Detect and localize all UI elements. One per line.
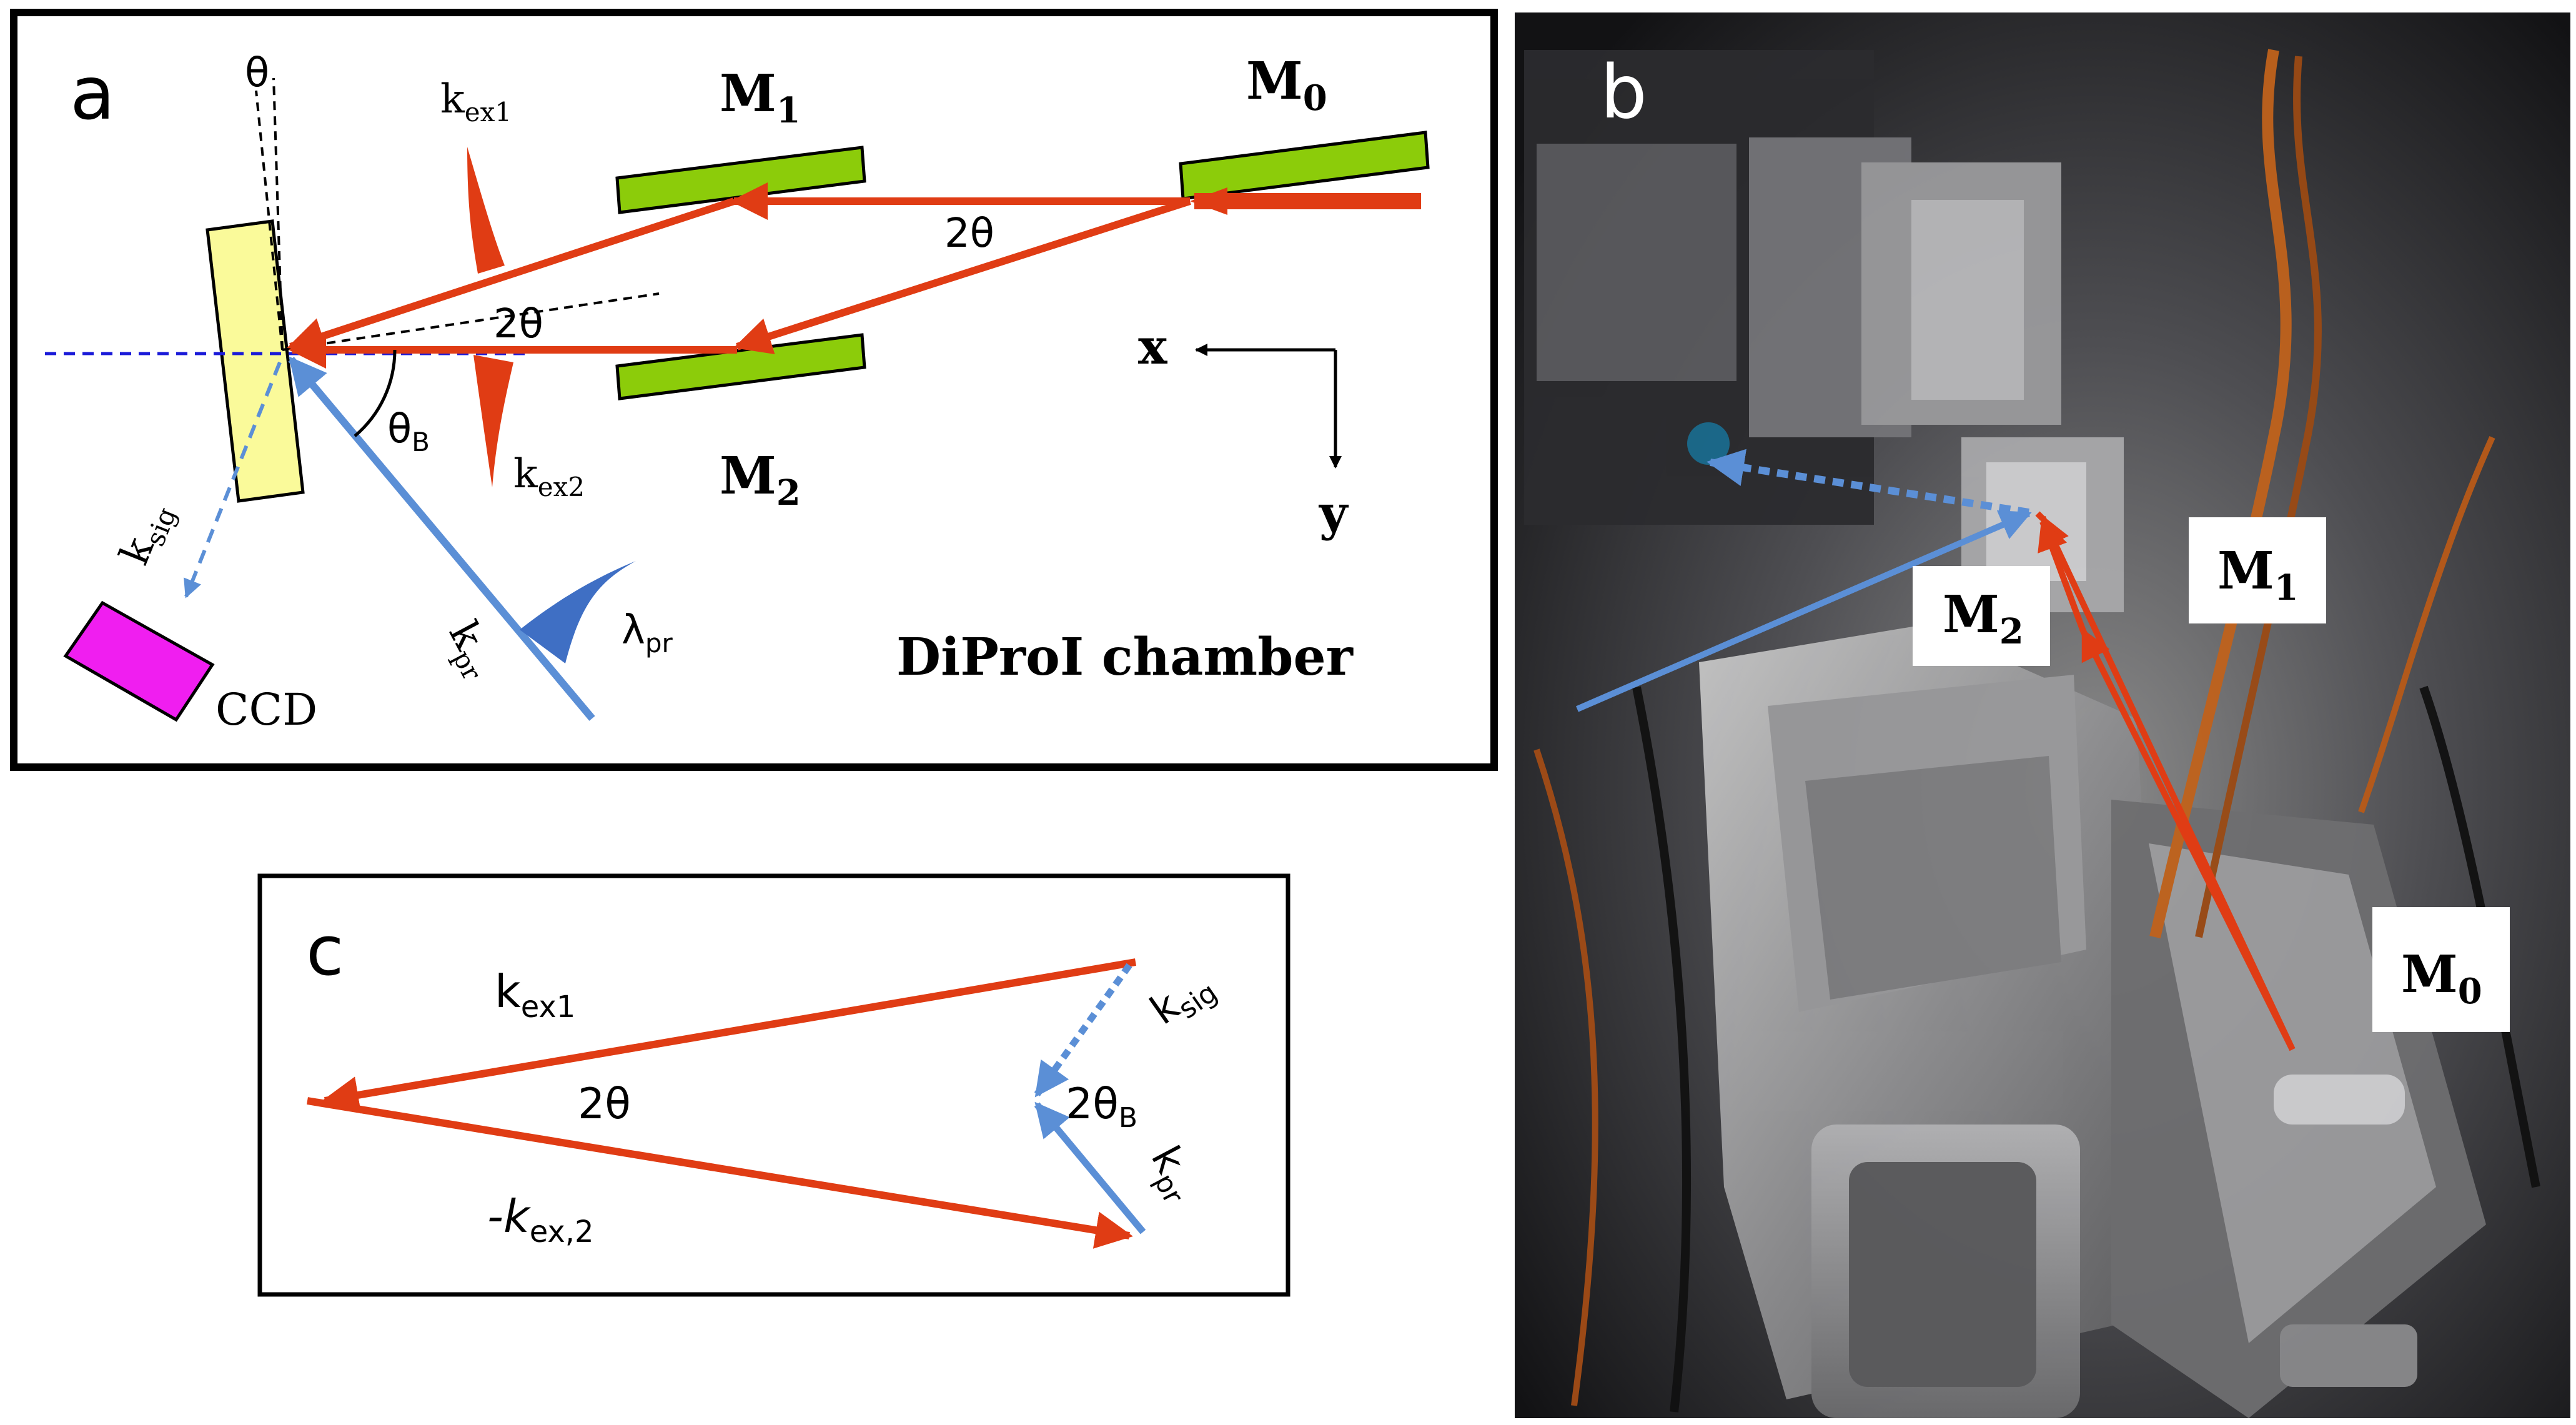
sample-plate [206,219,305,503]
ksig-vector [1034,963,1132,1098]
ccd-detector [63,600,215,722]
photo-beam-m1-sample [2035,511,2045,521]
photo-beam-m2-sample [2038,519,2086,632]
chamber-label: DiProI chamber [896,627,1354,687]
kex1-vector [321,958,1137,1114]
incoming-beam-head [1190,187,1227,215]
c-kex1-label: kex1 [495,965,575,1025]
probe-beam [288,356,595,721]
vertical-dashed-line [255,90,284,350]
beam-m0-to-m2 [733,197,1191,355]
panel-a-letter: a [70,50,115,136]
m1-label: M1 [720,64,801,131]
kex2-label: kex2 [513,451,585,502]
photo-m0-box [2372,907,2510,1032]
c-ksig-label: ksig [1142,960,1224,1038]
mirror-m1 [615,146,866,214]
c-two-theta-b-label: 2θB [1066,1080,1137,1134]
m2-label: M2 [720,446,801,514]
photo-m2-label: M2 [1943,585,2024,652]
normal-dashed-line [272,77,284,350]
mirror-m0 [1179,131,1430,201]
lambda-pr-label: λpr [622,607,673,658]
m0-label: M0 [1246,51,1327,119]
c-two-theta-label: 2θ [578,1080,631,1129]
panel-b: M2 M1 M0 b [1515,12,2570,1418]
kex2-vector [307,1097,1133,1249]
photo-m1-label: M1 [2217,541,2299,608]
beam-m1-to-sample [287,197,735,354]
photo-signal-beam [1707,449,2029,516]
panel-a: a θ 2 [10,9,1498,771]
two-theta-dashed-line [282,292,660,351]
kpr-vector [1034,1101,1146,1234]
theta-b-arc [354,349,397,437]
c-kex2-label: -kex,2 [487,1190,594,1249]
signal-beam [184,361,282,598]
y-axis-label: y [1318,485,1349,542]
lambda-pr-pulse-shape [520,561,636,663]
ccd-label: CCD [215,684,317,735]
photo-m2-box [1913,566,2050,666]
photo-m0-label: M0 [2401,945,2482,1012]
theta-label: θ [245,50,269,96]
kex1-pulse-shape [467,147,505,274]
panel-b-letter: b [1600,49,1647,135]
kex2-pulse-shape [473,355,513,487]
photo-m1-box [2189,517,2326,623]
panel-c: c kex1 2θ -kex,2 ksig 2θB kpr [257,873,1290,1297]
two-theta-upper-label: 2θ [944,211,994,257]
theta-b-label: θB [387,406,430,457]
panel-c-letter: c [306,911,344,991]
kex1-label: kex1 [440,76,512,127]
two-theta-lower-label: 2θ [493,301,543,347]
x-axis-label: x [1138,319,1168,375]
photo-probe-beam [1576,510,2032,712]
photo-beam-m0-m2 [2080,628,2296,1051]
mirror-m2 [615,333,866,400]
